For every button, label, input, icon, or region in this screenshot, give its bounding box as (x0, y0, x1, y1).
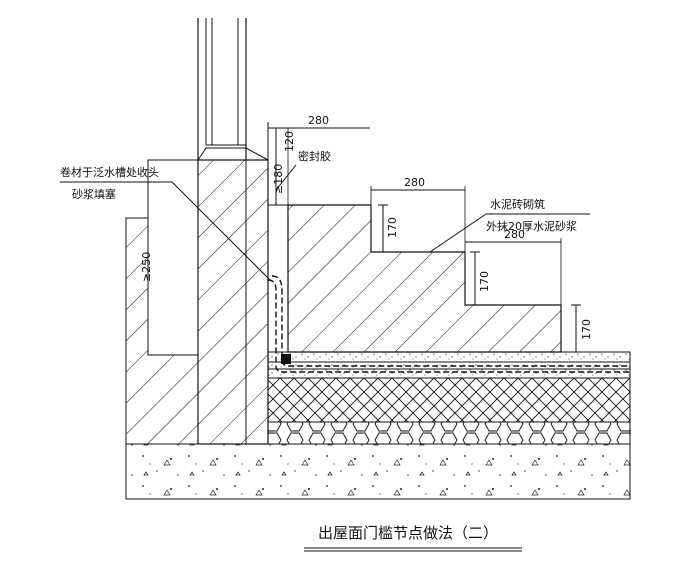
waterproof-membrane (267, 275, 630, 373)
brick-step-mass (267, 160, 562, 378)
dim-280-mid: 280 (404, 176, 425, 189)
membrane-end-note-line1: 卷材于泛水槽处收头 (60, 165, 159, 179)
main-wall (197, 159, 269, 445)
dim-170-b: 170 (478, 271, 491, 292)
drawing-title: 出屋面门槛节点做法（二） (318, 524, 498, 542)
dim-170-a: 170 (386, 217, 399, 238)
insulation-layer (267, 421, 631, 445)
concrete-base-slab (125, 443, 631, 500)
mortar-fill-box (147, 159, 199, 356)
dimension-lines (267, 122, 581, 353)
leader-lines (60, 164, 590, 281)
cross-hatched-layer (267, 377, 631, 423)
dim-250: ≥250 (140, 252, 153, 282)
brick-step-note-line1: 水泥砖砌筑 (490, 197, 545, 211)
sealant-note: 密封胶 (298, 149, 331, 163)
dim-280-top: 280 (308, 114, 329, 127)
brick-step-note-line2: 外抹20厚水泥砂浆 (486, 219, 577, 233)
door-frame (197, 18, 269, 161)
mortar-screed-layer (267, 351, 631, 379)
dim-170-c: 170 (580, 319, 593, 340)
dim-280-low: 280 (504, 228, 525, 241)
dim-180: ≥180 (272, 164, 285, 194)
dim-120: 120 (283, 131, 296, 152)
membrane-end-note-line2: 砂浆填塞 (72, 187, 116, 201)
